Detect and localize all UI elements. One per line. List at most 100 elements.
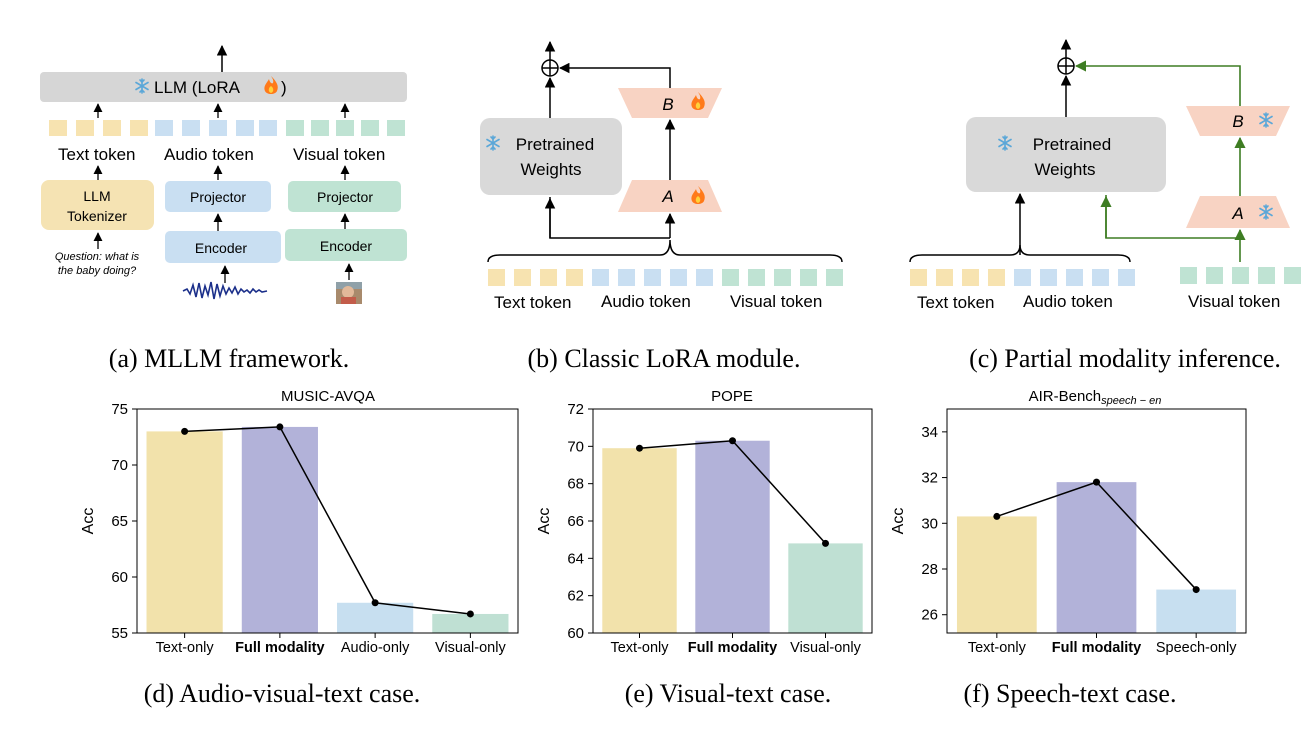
y-axis-label: Acc [80, 508, 97, 535]
bar-visual-only [432, 613, 509, 633]
text-token [49, 120, 67, 136]
visual-token-label: Visual token [293, 145, 385, 164]
audio-projector-box [165, 181, 271, 212]
y-tick-label: 65 [111, 513, 128, 530]
llm-label-close: ) [281, 78, 287, 97]
x-tick-label: Visual-only [790, 640, 861, 656]
audio-token [618, 269, 635, 286]
audio-projector-label: Projector [190, 189, 246, 205]
visual-token-label: Visual token [730, 292, 822, 311]
panel-b-classic-lora: Pretrained Weights B A Te [480, 40, 843, 373]
audio-token [236, 120, 254, 136]
text-token-label: Text token [494, 293, 572, 312]
token-brace [487, 239, 843, 263]
visual-token [774, 269, 791, 286]
y-tick-label: 26 [921, 607, 938, 624]
bar-audio-only [337, 602, 414, 633]
lora-a-box [1186, 196, 1290, 228]
visual-token [336, 120, 354, 136]
weights-label-1: Pretrained [1033, 135, 1111, 154]
visual-token [1180, 267, 1197, 284]
audio-token [1066, 269, 1083, 286]
bar-visual-only [788, 543, 863, 633]
data-point [636, 444, 643, 452]
weights-label-2: Weights [520, 160, 581, 179]
data-point [181, 427, 189, 435]
token-row-b [488, 269, 843, 286]
panel-c-partial-modality: Pretrained Weights B A [909, 38, 1301, 373]
audio-token [592, 269, 609, 286]
audio-token [670, 269, 687, 286]
y-tick-label: 60 [111, 569, 128, 586]
y-tick-label: 68 [567, 476, 584, 493]
audio-token [1092, 269, 1109, 286]
audio-token [182, 120, 200, 136]
bar-full-modality [241, 426, 318, 633]
caption-b: (b) Classic LoRA module. [528, 344, 801, 373]
y-tick-label: 72 [567, 401, 584, 418]
y-tick-label: 64 [567, 550, 584, 567]
text-token-label: Text token [917, 293, 995, 312]
chart-title: MUSIC-AVQA [281, 388, 375, 405]
visual-projector-label: Projector [317, 189, 373, 205]
chart-caption: (e) Visual-text case. [625, 679, 832, 708]
llm-bar [40, 72, 407, 102]
y-tick-label: 66 [567, 513, 584, 530]
llm-label: LLM (LoRA [154, 78, 241, 97]
audio-token [209, 120, 227, 136]
y-tick-label: 70 [567, 438, 584, 455]
x-tick-label: Full modality [1052, 640, 1141, 656]
data-point [729, 437, 736, 445]
lora-a-label: A [1231, 204, 1243, 223]
audio-token-label: Audio token [164, 145, 254, 164]
text-token [103, 120, 121, 136]
x-tick-label: Audio-only [341, 640, 410, 656]
pretrained-weights-box [966, 117, 1166, 192]
text-token-label: Text token [58, 145, 136, 164]
lora-a-box [618, 180, 722, 212]
text-token [936, 269, 953, 286]
y-tick-label: 32 [921, 470, 938, 487]
y-tick-label: 70 [111, 457, 128, 474]
x-tick-label: Visual-only [435, 640, 506, 656]
lora-b-label: B [662, 95, 673, 114]
token-brace [909, 244, 1131, 263]
data-point [1093, 478, 1100, 486]
audio-token-label: Audio token [1023, 292, 1113, 311]
text-token [76, 120, 94, 136]
visual-token [286, 120, 304, 136]
token-row-a [49, 120, 405, 136]
text-token [962, 269, 979, 286]
chart-caption: (d) Audio-visual-text case. [144, 679, 421, 708]
pretrained-weights-box [480, 118, 622, 195]
weights-label-2: Weights [1034, 160, 1095, 179]
bar-full-modality [1056, 482, 1137, 633]
trend-line [184, 426, 471, 615]
x-tick-label: Text-only [968, 640, 1027, 656]
data-point [371, 599, 379, 607]
x-tick-label: Text-only [156, 640, 215, 656]
text-token [488, 269, 505, 286]
visual-encoder-box [285, 229, 407, 261]
visual-token [826, 269, 843, 286]
visual-token [1206, 267, 1223, 284]
lora-b-label: B [1232, 112, 1243, 131]
audio-token [696, 269, 713, 286]
question-line-1: Question: what is [55, 251, 140, 263]
visual-token [1258, 267, 1275, 284]
y-tick-label: 28 [921, 561, 938, 578]
visual-token [1284, 267, 1301, 284]
audio-encoder-label: Encoder [195, 240, 247, 256]
y-tick-label: 34 [921, 424, 938, 441]
bar-text-only [146, 431, 223, 633]
tokenizer-label-2: Tokenizer [67, 208, 127, 224]
text-token [988, 269, 1005, 286]
visual-token [387, 120, 405, 136]
y-tick-label: 62 [567, 588, 584, 605]
panel-a-mllm-framework: LLM (LoRA ) Text token Audio token Visua… [40, 44, 407, 373]
bar-text-only [956, 516, 1037, 633]
chart-title: POPE [711, 388, 753, 405]
text-token [566, 269, 583, 286]
